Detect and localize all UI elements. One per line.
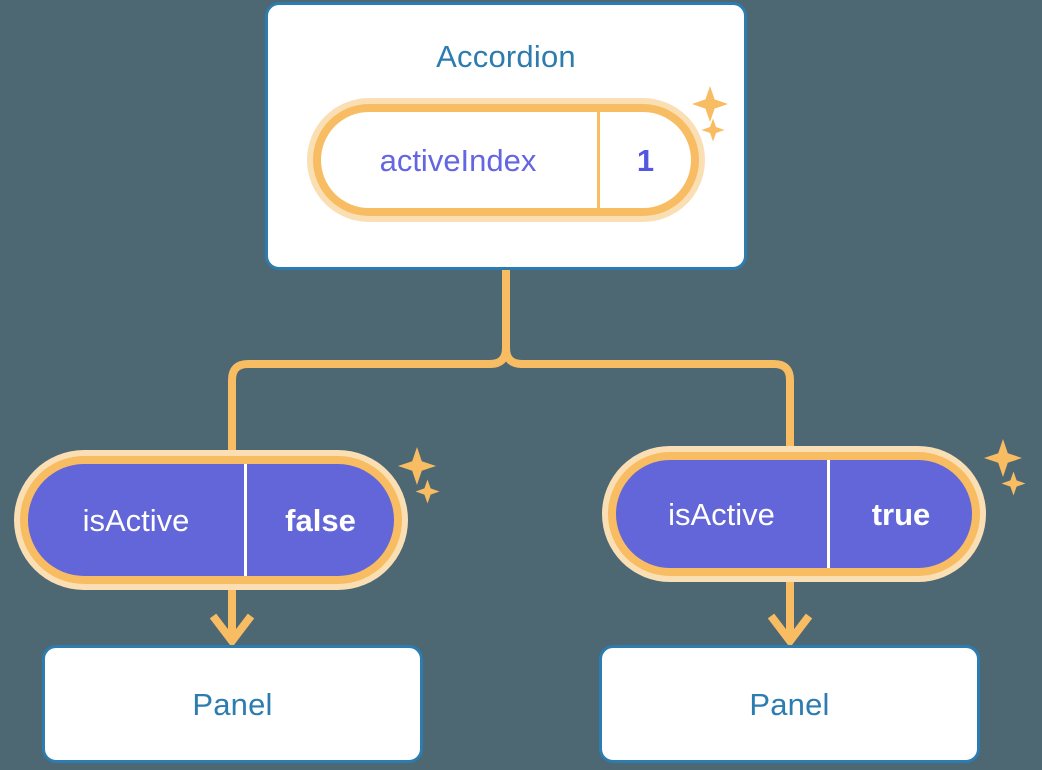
state-pill-value-isactive-right: true <box>871 496 931 532</box>
state-pill-divider <box>827 460 830 568</box>
arrow-down-icon-right <box>767 613 813 648</box>
state-pill-value-isactive-left: false <box>285 502 356 538</box>
sparkle-small-icon-right <box>1000 470 1027 497</box>
state-pill-isactive-left[interactable]: isActive false <box>14 450 408 590</box>
component-card-panel-left[interactable]: Panel <box>42 645 423 763</box>
connector-branch-left <box>228 360 494 456</box>
state-pill-divider <box>597 112 600 208</box>
arrow-down-icon-left <box>209 613 255 648</box>
state-pill-isactive-right[interactable]: isActive true <box>602 446 986 582</box>
state-pill-key-isactive-left: isActive <box>82 502 190 538</box>
accordion-card-title: Accordion <box>436 39 576 74</box>
state-pill-divider <box>244 464 247 576</box>
sparkle-small-icon-left <box>414 478 441 505</box>
connector-trunk-right-curve <box>502 266 526 368</box>
state-pill-value-activeindex: 1 <box>636 142 655 178</box>
panel-right-card-title: Panel <box>749 686 830 722</box>
connector-trunk-left-curve <box>486 266 510 368</box>
state-pill-body: isActive false <box>28 464 394 576</box>
sparkle-icon-right-large <box>982 437 1024 479</box>
panel-left-card-title: Panel <box>192 686 273 722</box>
connector-branch-right <box>518 360 794 454</box>
state-pill-body: activeIndex 1 <box>321 112 691 208</box>
state-pill-key-isactive-right: isActive <box>668 496 775 532</box>
state-pill-key-activeindex: activeIndex <box>379 142 537 178</box>
component-card-panel-right[interactable]: Panel <box>599 645 980 763</box>
state-pill-body: isActive true <box>616 460 972 568</box>
state-pill-activeindex[interactable]: activeIndex 1 <box>307 98 705 222</box>
